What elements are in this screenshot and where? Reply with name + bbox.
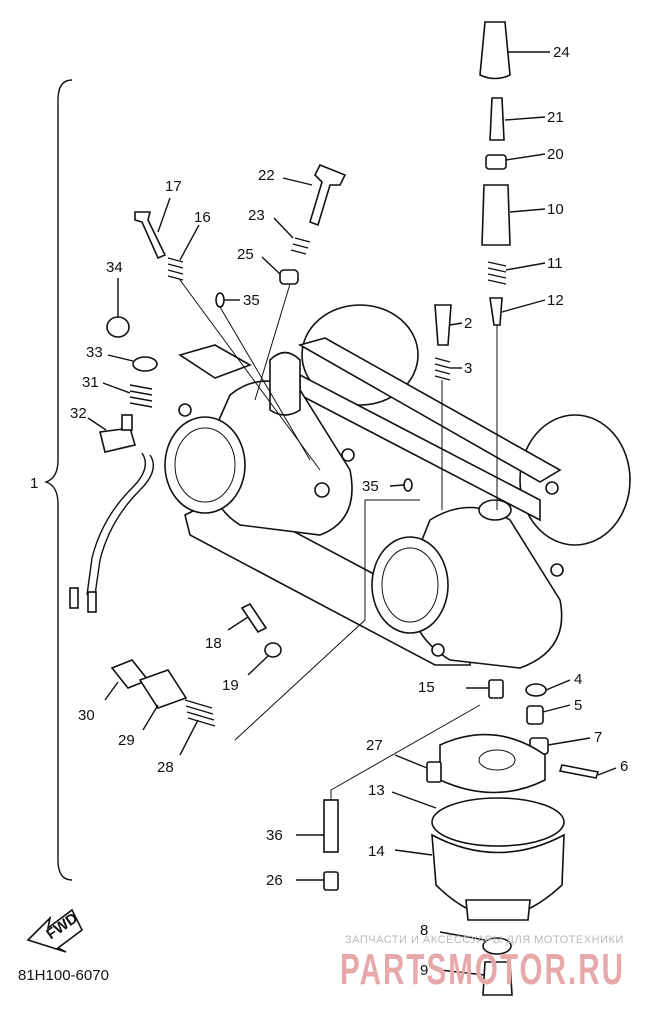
label-31: 31	[82, 374, 99, 391]
label-29: 29	[118, 732, 135, 749]
label-35-upper: 35	[243, 292, 260, 309]
part-19-washer	[264, 642, 282, 658]
part-8-washer	[482, 937, 512, 955]
label-23: 23	[248, 207, 265, 224]
part-14-float-bowl	[431, 833, 565, 919]
label-8: 8	[420, 922, 428, 939]
label-24: 24	[553, 44, 570, 61]
assembly-label: 1	[30, 475, 38, 492]
part-27-pin	[426, 761, 442, 783]
part-28-spring	[184, 699, 216, 727]
label-4: 4	[574, 671, 582, 688]
part-22-pilot-screw	[309, 163, 347, 227]
label-2: 2	[464, 315, 472, 332]
label-36: 36	[266, 827, 283, 844]
label-21: 21	[547, 109, 564, 126]
part-15-jet	[488, 679, 504, 699]
part-2-screw	[434, 304, 452, 346]
part-11-spring	[487, 261, 507, 285]
part-labels: 24 21 20 10 11 12 2 3 22 23 25 17 16 35 …	[70, 44, 628, 979]
part-24-cap	[479, 21, 511, 80]
label-10: 10	[547, 201, 564, 218]
leader-lines	[87, 51, 617, 976]
label-26: 26	[266, 872, 283, 889]
part-3-spring	[434, 357, 451, 381]
part-6-screw	[558, 764, 600, 779]
label-25: 25	[237, 246, 254, 263]
assembly-bracket	[43, 79, 73, 881]
label-5: 5	[574, 697, 582, 714]
label-13: 13	[368, 782, 385, 799]
part-34-plug	[106, 316, 130, 338]
label-35-lower: 35	[362, 478, 379, 495]
label-3: 3	[464, 360, 472, 377]
part-9-drain-plug	[482, 961, 513, 996]
label-6: 6	[620, 758, 628, 775]
label-16: 16	[194, 209, 211, 226]
label-18: 18	[205, 635, 222, 652]
part-29-sleeve	[138, 669, 188, 709]
part-4-washer	[525, 683, 547, 697]
label-14: 14	[368, 843, 385, 860]
part-12-needle	[489, 297, 503, 326]
label-12: 12	[547, 292, 564, 309]
part-26-main-jet	[323, 871, 339, 891]
label-30: 30	[78, 707, 95, 724]
part-18-pin	[240, 602, 268, 634]
label-22: 22	[258, 167, 275, 184]
label-17: 17	[165, 178, 182, 195]
part-10-adjuster	[481, 184, 511, 246]
fwd-arrow-icon: FWD	[26, 908, 84, 953]
part-5-plug	[526, 705, 544, 725]
label-15: 15	[418, 679, 435, 696]
starter-cable	[94, 454, 154, 596]
label-34: 34	[106, 259, 123, 276]
label-27: 27	[366, 737, 383, 754]
label-33: 33	[86, 344, 103, 361]
part-13-gasket	[431, 797, 565, 847]
part-36-needle-jet	[323, 799, 339, 853]
part-35-oring	[215, 292, 225, 308]
carburetor-body	[164, 304, 631, 669]
label-7: 7	[594, 729, 602, 746]
label-28: 28	[157, 759, 174, 776]
label-32: 32	[70, 405, 87, 422]
part-32-starter	[99, 427, 137, 453]
label-9: 9	[420, 962, 428, 979]
float	[439, 733, 546, 794]
part-23-spring	[290, 237, 311, 255]
watermark-line1: ЗАПЧАСТИ И АКСЕССУАРЫ ДЛЯ МОТОТЕХНИКИ	[345, 934, 624, 946]
part-16-spring	[167, 257, 184, 281]
part-17-screw	[134, 211, 167, 260]
part-31-spring	[129, 384, 153, 408]
part-25-washer	[279, 269, 299, 285]
drawing-code: 81H100-6070	[18, 967, 109, 984]
part-33-washer	[132, 356, 158, 372]
label-20: 20	[547, 146, 564, 163]
part-20-nut	[485, 154, 507, 170]
part-21-fitting	[489, 97, 505, 141]
watermark-line2: PARTSMOTOR.RU	[340, 945, 625, 994]
label-11: 11	[547, 255, 563, 272]
label-19: 19	[222, 677, 239, 694]
